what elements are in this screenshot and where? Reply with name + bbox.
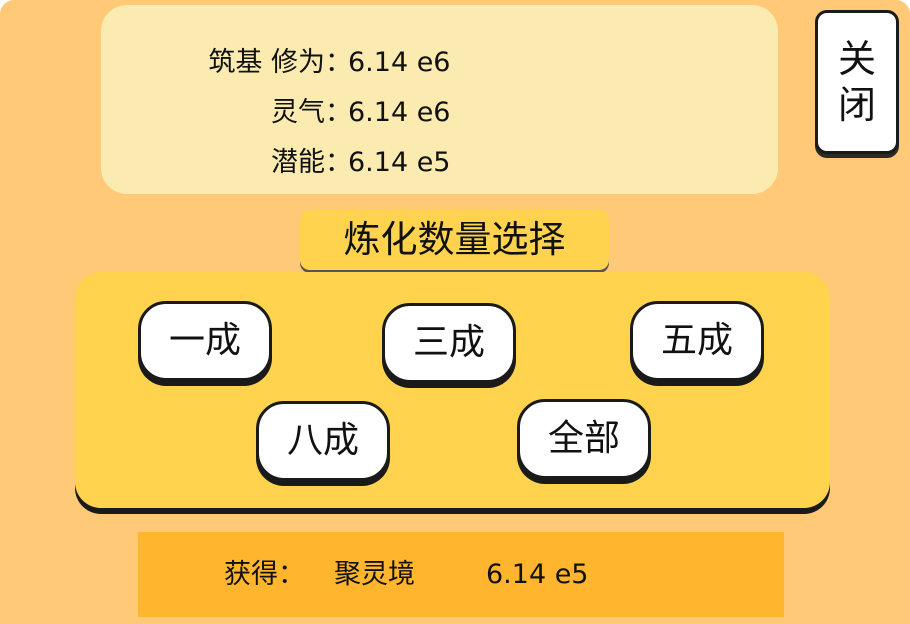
stats-box: 筑基 修为： 6.14 e6 灵气： 6.14 e6 潜能： 6.14 e5 (101, 5, 778, 194)
stat-row-spirit: 灵气： 6.14 e6 (101, 93, 778, 133)
gain-label: 获得： (224, 559, 305, 590)
stat-label: 筑基 修为： (208, 47, 352, 78)
close-label-line2: 闭 (837, 83, 876, 127)
gain-realm: 聚灵境 (334, 559, 415, 590)
section-title: 炼化数量选择 (300, 210, 609, 270)
option-button-10pct[interactable]: 一成 (138, 301, 272, 381)
gain-value: 6.14 e5 (486, 559, 589, 590)
stat-label: 潜能： (271, 147, 352, 178)
options-box: 一成 三成 五成 八成 全部 (75, 272, 830, 508)
close-label-line1: 关 (837, 37, 876, 81)
option-button-30pct[interactable]: 三成 (382, 303, 516, 383)
option-button-80pct[interactable]: 八成 (256, 401, 390, 481)
stat-value: 6.14 e5 (348, 147, 451, 178)
stat-label: 灵气： (271, 97, 352, 128)
close-button[interactable]: 关 闭 (815, 10, 899, 154)
option-button-50pct[interactable]: 五成 (630, 301, 764, 381)
stat-row-potential: 潜能： 6.14 e5 (101, 143, 778, 183)
gain-box: 获得： 聚灵境 6.14 e5 (138, 532, 784, 617)
option-button-all[interactable]: 全部 (517, 399, 651, 479)
stat-value: 6.14 e6 (348, 97, 451, 128)
stat-value: 6.14 e6 (348, 47, 451, 78)
stat-row-cultivation: 筑基 修为： 6.14 e6 (101, 43, 778, 83)
